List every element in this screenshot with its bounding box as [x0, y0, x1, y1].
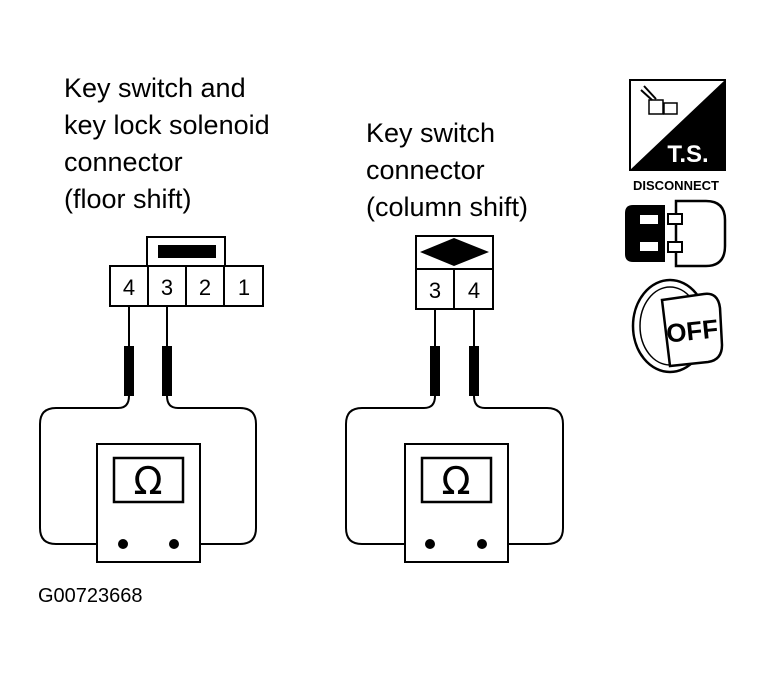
ts-tester-icon: T.S.: [629, 79, 726, 171]
ts-label: T.S.: [667, 141, 708, 168]
right-pin-label: 3: [429, 278, 441, 303]
ignition-off-icon: OFF: [631, 278, 724, 374]
left-ohmmeter: Ω: [96, 443, 201, 563]
left-pin-label: 4: [123, 275, 135, 300]
title-line: key lock solenoid: [64, 110, 270, 140]
left-pin-label: 3: [161, 275, 173, 300]
ohm-symbol: Ω: [133, 459, 162, 503]
disconnect-label: DISCONNECT: [633, 178, 719, 193]
left-probe-wire: [39, 395, 130, 545]
disconnect-icon: DISCONNECT: [625, 178, 727, 268]
left-pin-label: 2: [199, 275, 211, 300]
figure-id: G00723668: [38, 585, 143, 607]
ohm-symbol: Ω: [441, 459, 470, 503]
right-connector: 3 4: [415, 235, 494, 310]
left-pin-label: 1: [238, 275, 250, 300]
connector-key: [420, 238, 489, 266]
left-connector: 4 3 2 1: [109, 236, 264, 307]
right-probe-wire: [473, 395, 564, 545]
left-probe-wire: [166, 395, 257, 545]
right-probes: [430, 309, 479, 396]
right-ohmmeter: Ω: [404, 443, 509, 563]
right-probe-wire: [345, 395, 436, 545]
right-connector-title: Key switch connector (column shift): [366, 115, 528, 226]
title-line: (floor shift): [64, 184, 192, 214]
right-pin-label: 4: [468, 278, 480, 303]
connector-latch: [158, 245, 216, 258]
title-line: (column shift): [366, 192, 529, 222]
ignition-label: OFF: [665, 313, 720, 348]
title-line: connector: [366, 155, 485, 185]
title-line: Key switch and: [64, 73, 246, 103]
title-line: Key switch: [366, 118, 496, 148]
left-connector-title: Key switch and key lock solenoid connector…: [64, 70, 270, 218]
title-line: connector: [64, 147, 183, 177]
left-probes: [124, 306, 172, 396]
